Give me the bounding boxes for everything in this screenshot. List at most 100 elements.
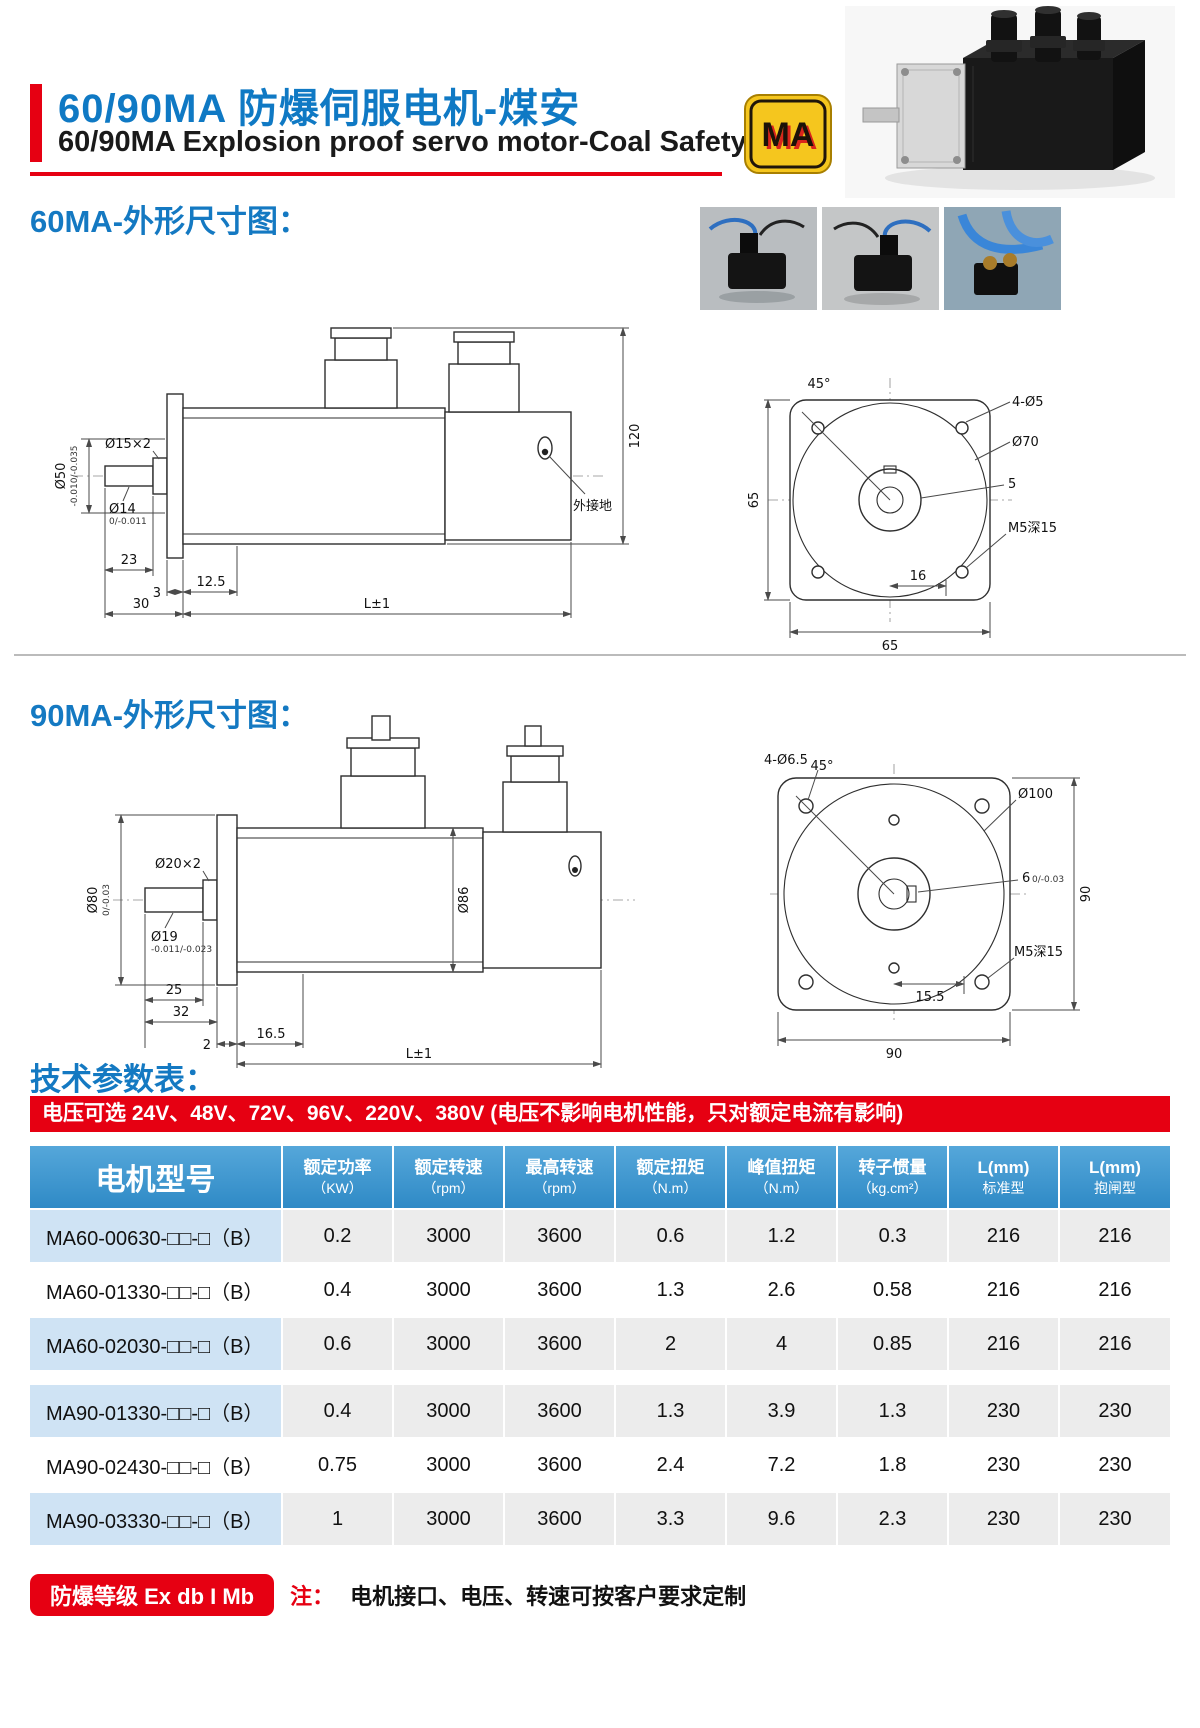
header-accent-bar bbox=[30, 84, 42, 162]
cell: 216 bbox=[1059, 1317, 1170, 1372]
drawing-60ma-front-view: 45° 4-Ø5 Ø70 5 M5深15 65 16 65 bbox=[747, 377, 1057, 654]
cell: 3600 bbox=[504, 1317, 616, 1372]
cell: 2.3 bbox=[837, 1492, 949, 1547]
cell: 3600 bbox=[504, 1209, 616, 1264]
detail-photo-2-graphic bbox=[833, 219, 932, 305]
dim-12-5: 12.5 bbox=[197, 575, 226, 590]
cell: 216 bbox=[948, 1263, 1060, 1318]
model-cell: MA90-01330-□□-□（B） bbox=[30, 1385, 283, 1439]
drawing-90ma-front-view: 45° 4-Ø6.5 Ø100 6 0/-0.03 M5深15 90 15.5 … bbox=[764, 753, 1094, 1062]
model-cell: MA60-01330-□□-□（B） bbox=[30, 1263, 283, 1318]
product-photo-graphic bbox=[845, 6, 1175, 198]
spec-table: 电机型号 额定功率 （KW） 额定转速 （rpm） 最高转速 （rpm） 额定扭… bbox=[30, 1146, 1170, 1547]
page-title: 60/90MA 防爆伺服电机-煤安 bbox=[58, 87, 581, 131]
dim-shaft-dia: Ø14 bbox=[109, 502, 136, 517]
col-header-length-standard: L(mm) 标准型 bbox=[948, 1146, 1060, 1210]
dim-body-dia: Ø86 bbox=[457, 887, 472, 914]
cell: 3600 bbox=[504, 1492, 616, 1547]
cell: 230 bbox=[1059, 1438, 1170, 1493]
col-header-peak-torque: 峰值扭矩 （N.m） bbox=[726, 1146, 838, 1210]
table-header-row: 电机型号 额定功率 （KW） 额定转速 （rpm） 最高转速 （rpm） 额定扭… bbox=[30, 1146, 1170, 1210]
cell: 0.75 bbox=[282, 1438, 394, 1493]
cell: 216 bbox=[948, 1209, 1060, 1264]
detail-photo-3 bbox=[944, 207, 1061, 310]
section-title-90ma: 90MA-外形尺寸图： bbox=[30, 698, 310, 733]
table-row: MA60-01330-□□-□（B） 0.4 3000 3600 1.3 2.6… bbox=[30, 1263, 1170, 1318]
cell: 230 bbox=[948, 1385, 1060, 1439]
dim-key-height: 6 bbox=[1022, 871, 1030, 886]
dim-2: 2 bbox=[203, 1038, 211, 1053]
table-row: MA90-02430-□□-□（B） 0.75 3000 3600 2.4 7.… bbox=[30, 1438, 1170, 1493]
detail-photos bbox=[700, 207, 1061, 310]
cell: 3000 bbox=[393, 1438, 505, 1493]
cell: 0.4 bbox=[282, 1385, 394, 1439]
dim-circle-dia: Ø100 bbox=[1018, 787, 1053, 802]
ma-logo-text-shadow: MA bbox=[765, 119, 818, 157]
dim-shaft-tol: -0.011/-0.023 bbox=[151, 945, 212, 955]
cell: 2.4 bbox=[615, 1438, 727, 1493]
dim-pilot-dia: Ø50 bbox=[54, 463, 69, 490]
detail-photo-1 bbox=[700, 207, 817, 310]
model-cell: MA90-03330-□□-□（B） bbox=[30, 1492, 283, 1547]
explosion-grade-badge: 防爆等级 Ex db I Mb bbox=[30, 1574, 275, 1616]
dim-side-vertical: 65 bbox=[747, 492, 762, 509]
cell: 3000 bbox=[393, 1317, 505, 1372]
col-header-length-brake: L(mm) 抱闸型 bbox=[1059, 1146, 1170, 1210]
cell: 2 bbox=[615, 1317, 727, 1372]
dim-side-horizontal: 90 bbox=[886, 1047, 903, 1062]
cell: 2.6 bbox=[726, 1263, 838, 1318]
dim-shaft-dia: Ø19 bbox=[151, 930, 178, 945]
dim-height-120: 120 bbox=[628, 424, 643, 449]
dim-circle-dia: Ø70 bbox=[1012, 435, 1039, 450]
cell: 4 bbox=[726, 1317, 838, 1372]
col-header-rated-torque: 额定扭矩 （N.m） bbox=[615, 1146, 727, 1210]
cell: 3000 bbox=[393, 1209, 505, 1264]
header-underline bbox=[30, 172, 722, 176]
model-cell: MA60-00630-□□-□（B） bbox=[30, 1209, 283, 1264]
dim-16-5: 16.5 bbox=[257, 1027, 286, 1042]
section-divider bbox=[14, 654, 1186, 656]
note-label: 注： bbox=[290, 1584, 335, 1609]
cell: 0.2 bbox=[282, 1209, 394, 1264]
cell: 3000 bbox=[393, 1385, 505, 1439]
dim-23: 23 bbox=[121, 553, 138, 568]
dim-side-horizontal: 65 bbox=[882, 639, 899, 654]
table-row: MA90-01330-□□-□（B） 0.4 3000 3600 1.3 3.9… bbox=[30, 1385, 1170, 1439]
cell: 1.2 bbox=[726, 1209, 838, 1264]
table-row: MA90-03330-□□-□（B） 1 3000 3600 3.3 9.6 2… bbox=[30, 1492, 1170, 1547]
model-cell: MA60-02030-□□-□（B） bbox=[30, 1317, 283, 1372]
dim-shaft-key: Ø15×2 bbox=[105, 437, 151, 452]
cell: 0.58 bbox=[837, 1263, 949, 1318]
table-row: MA60-00630-□□-□（B） 0.2 3000 3600 0.6 1.2… bbox=[30, 1209, 1170, 1264]
cell: 0.6 bbox=[282, 1317, 394, 1372]
voltage-banner: 电压可选 24V、48V、72V、96V、220V、380V (电压不影响电机性… bbox=[30, 1096, 1170, 1132]
cell: 3000 bbox=[393, 1263, 505, 1318]
dim-thread: M5深15 bbox=[1014, 945, 1063, 960]
product-photo bbox=[845, 6, 1175, 198]
cell: 230 bbox=[1059, 1385, 1170, 1439]
dim-pilot-tol: 0/-0.03 bbox=[102, 884, 112, 916]
cell: 1.8 bbox=[837, 1438, 949, 1493]
detail-photo-3-graphic bbox=[957, 210, 1054, 295]
cell: 0.3 bbox=[837, 1209, 949, 1264]
note-text: 电机接口、电压、转速可按客户要求定制 bbox=[350, 1584, 747, 1609]
drawing-60ma-side-view: 外接地 120 Ø50 -0.010/-0.035 Ø14 0/-0.011 Ø… bbox=[54, 327, 643, 618]
ground-label: 外接地 bbox=[573, 498, 612, 514]
dim-key-5: 5 bbox=[1008, 477, 1016, 492]
dim-thread: M5深15 bbox=[1008, 521, 1057, 536]
footer: 防爆等级 Ex db I Mb 注： 电机接口、电压、转速可按客户要求定制 bbox=[30, 1574, 746, 1616]
cell: 216 bbox=[1059, 1209, 1170, 1264]
section-title-table: 技术参数表： bbox=[30, 1062, 216, 1097]
cell: 216 bbox=[1059, 1263, 1170, 1318]
detail-photo-2 bbox=[822, 207, 939, 310]
ma-logo-text: MA bbox=[762, 116, 815, 154]
ma-certification-logo: MA MA bbox=[744, 94, 832, 174]
cell: 1.3 bbox=[615, 1263, 727, 1318]
col-header-model: 电机型号 bbox=[30, 1146, 283, 1210]
dim-32: 32 bbox=[173, 1005, 190, 1020]
detail-photo-1-graphic bbox=[708, 218, 805, 303]
dim-angle-45: 45° bbox=[810, 759, 833, 774]
dim-key-tol: 0/-0.03 bbox=[1032, 875, 1064, 885]
cell: 216 bbox=[948, 1317, 1060, 1372]
cell: 3600 bbox=[504, 1385, 616, 1439]
